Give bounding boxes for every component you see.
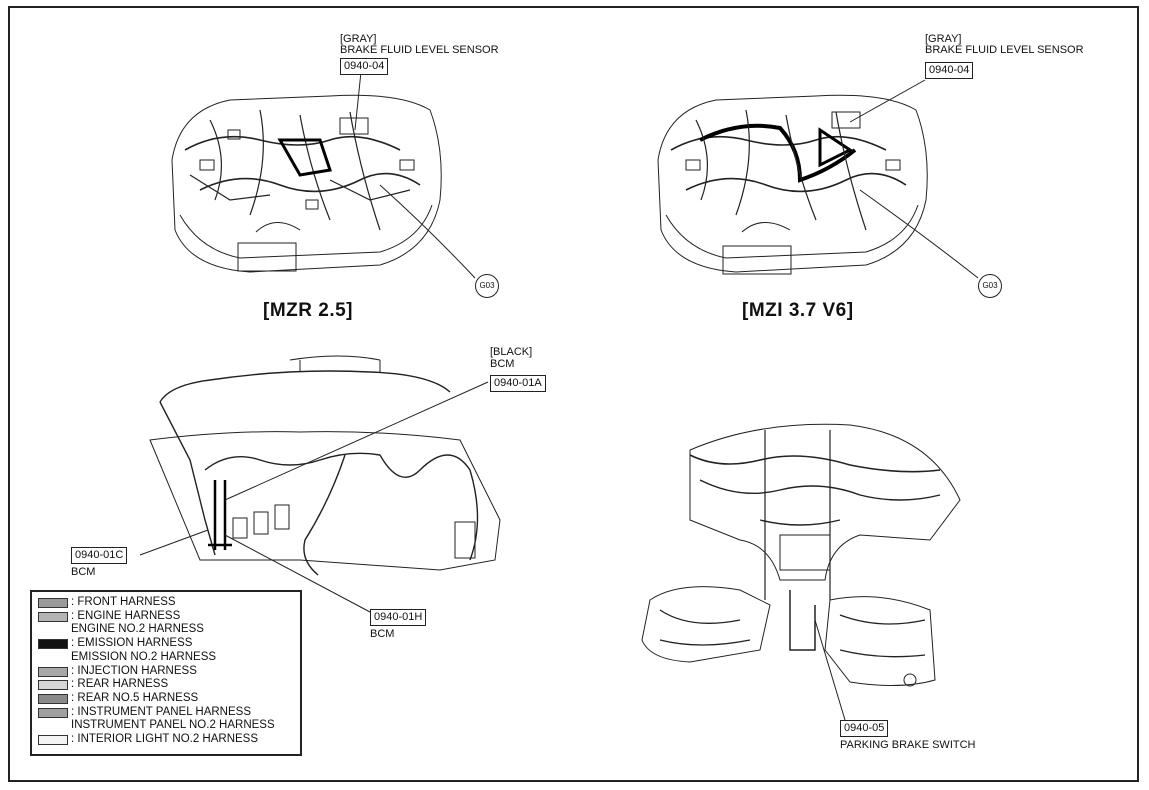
- legend-label: : REAR HARNESS: [71, 678, 169, 691]
- legend-label: : REAR NO.5 HARNESS: [71, 691, 199, 704]
- connector-code-parking-brake: 0940-05: [840, 720, 889, 737]
- legend-label: : FRONT HARNESS: [71, 596, 176, 608]
- legend-row: : FRONT HARNESS: [38, 596, 300, 610]
- legend-swatch: [38, 666, 68, 677]
- legend-label: ENGINE NO.2 HARNESS: [71, 623, 204, 636]
- diagram-frame: [8, 6, 1139, 782]
- connector-code-sensor-right: 0940-04: [925, 62, 974, 79]
- legend-label: : ENGINE HARNESS: [71, 609, 181, 622]
- connector-code-sensor-left: 0940-04: [340, 58, 389, 75]
- legend-swatch: [38, 625, 68, 635]
- legend-swatch: [38, 721, 68, 731]
- legend-label: : EMISSION HARNESS: [71, 637, 193, 650]
- legend-swatch: [38, 693, 68, 704]
- engine-title-mzr: [MZR 2.5]: [263, 300, 353, 321]
- connector-code-bcm-h: 0940-01H: [370, 609, 427, 626]
- bcm-a-color: [BLACK]: [490, 346, 533, 358]
- legend-swatch: [38, 653, 68, 663]
- engine-title-mzi: [MZI 3.7 V6]: [742, 300, 854, 321]
- parking-brake-switch-name: PARKING BRAKE SWITCH: [840, 739, 976, 751]
- legend-label: : INTERIOR LIGHT NO.2 HARNESS: [71, 733, 259, 746]
- legend-row: : INJECTION HARNESS: [38, 665, 300, 679]
- legend-swatch: [38, 639, 68, 650]
- legend-row: : INSTRUMENT PANEL HARNESS: [38, 706, 300, 720]
- legend-swatch: [38, 707, 68, 718]
- legend-row: INSTRUMENT PANEL NO.2 HARNESS: [38, 719, 300, 733]
- legend-row: EMISSION NO.2 HARNESS: [38, 651, 300, 665]
- legend-row: : INTERIOR LIGHT NO.2 HARNESS: [38, 733, 300, 747]
- bcm-h-name: BCM: [370, 628, 395, 640]
- connector-code-bcm-c: 0940-01C: [71, 547, 128, 564]
- legend-row: : REAR NO.5 HARNESS: [38, 692, 300, 706]
- legend-label: INSTRUMENT PANEL NO.2 HARNESS: [71, 719, 275, 732]
- legend-row: : ENGINE HARNESS: [38, 610, 300, 624]
- bcm-c-name: BCM: [71, 566, 96, 578]
- legend-swatch: [38, 598, 68, 608]
- sensor-color-left: [GRAY]: [340, 33, 377, 45]
- legend-label: : INSTRUMENT PANEL HARNESS: [71, 705, 251, 718]
- sensor-color-right: [GRAY]: [925, 33, 962, 45]
- sensor-name-left: BRAKE FLUID LEVEL SENSOR: [340, 44, 499, 56]
- cabin-floor-drawing: [641, 423, 961, 721]
- engine-bay-mzi-drawing: [657, 79, 979, 279]
- ground-point-right: G03: [978, 274, 1002, 298]
- legend-label: : INJECTION HARNESS: [71, 664, 197, 677]
- legend-swatch: [38, 735, 68, 746]
- legend-swatch: [38, 611, 68, 622]
- legend-row: : REAR HARNESS: [38, 678, 300, 692]
- instrument-panel-drawing: [139, 355, 501, 613]
- legend-row: ENGINE NO.2 HARNESS: [38, 623, 300, 637]
- engine-bay-mzr-drawing: [171, 61, 476, 279]
- bcm-a-name: BCM: [490, 358, 515, 370]
- connector-code-bcm-a: 0940-01A: [490, 375, 546, 392]
- legend-swatch: [38, 680, 68, 691]
- legend-label: EMISSION NO.2 HARNESS: [71, 650, 217, 663]
- ground-point-left: G03: [475, 274, 499, 298]
- sensor-name-right: BRAKE FLUID LEVEL SENSOR: [925, 44, 1084, 56]
- legend-row: : EMISSION HARNESS: [38, 637, 300, 651]
